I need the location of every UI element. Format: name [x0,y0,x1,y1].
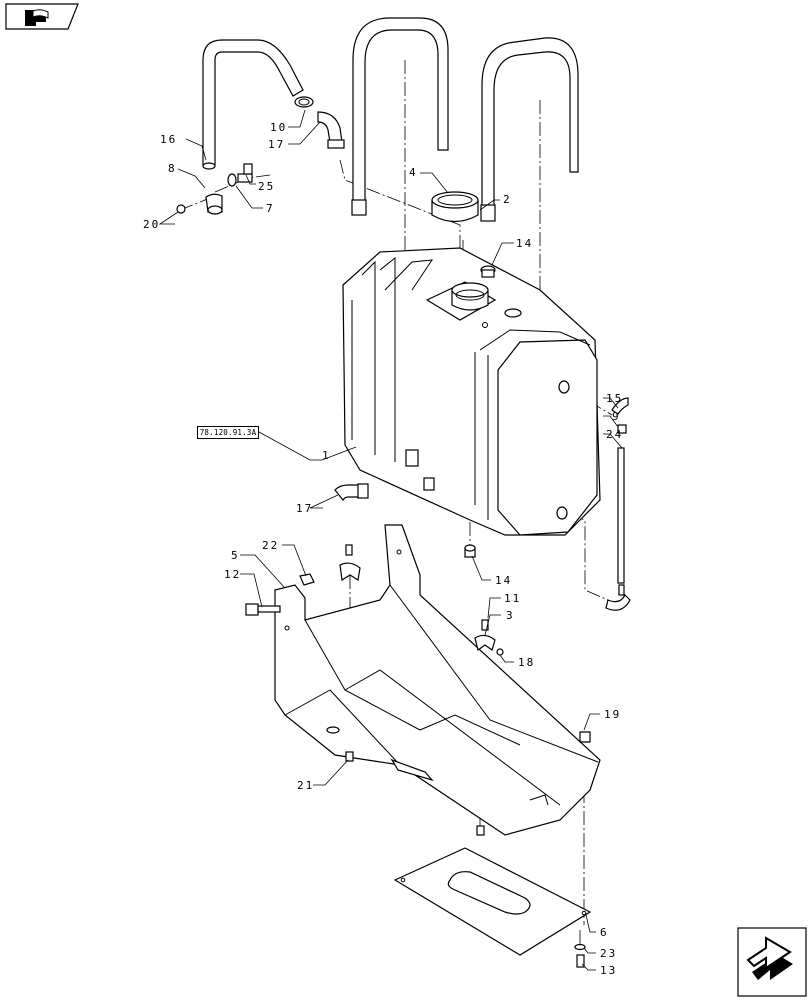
callout-10: 10 [270,121,287,134]
callout-7: 7 [266,202,275,215]
callout-11: 11 [504,592,521,605]
elbow-fitting-part-17-top [317,111,345,149]
plug-part-14-bottom [464,544,476,558]
callout-17-top: 17 [268,138,285,151]
callout-18: 18 [518,656,535,669]
callout-23: 23 [600,947,617,960]
elbow-fitting-part-17-side [334,483,369,502]
callout-20: 20 [143,218,160,231]
back-nav-button[interactable] [6,3,78,30]
callout-19: 19 [604,708,621,721]
tank-strap-part-2-left [351,17,449,216]
callout-5: 5 [231,549,240,562]
filler-cap-part-4 [431,191,479,223]
tank-strap-part-2-right [480,37,579,222]
callout-9: 9 [612,410,621,423]
callout-8: 8 [168,162,177,175]
callout-3: 3 [506,609,515,622]
callout-25: 25 [258,180,275,193]
callout-6: 6 [600,926,609,939]
callout-22: 22 [262,539,279,552]
nut-part-19 [579,731,591,743]
callout-13: 13 [600,964,617,977]
callout-4: 4 [409,166,418,179]
callout-1: 1 [322,449,331,462]
callout-14-bottom: 14 [495,574,512,587]
tank-support-tray-part-5 [274,524,601,836]
callout-14-top: 14 [516,237,533,250]
nut-part-22 [299,573,315,586]
washer-bolt-parts-7-25 [227,163,253,187]
bolt-part-21 [345,751,354,762]
hose-part-16 [202,39,304,170]
hydraulic-tank-part-1 [342,247,601,536]
cross-reference-link[interactable]: 78.120.91.3A [197,426,259,439]
callout-15: 15 [606,392,623,405]
clip-bracket-part-8 [205,193,223,215]
nut-part-20 [176,204,186,214]
callout-labels: 16 8 20 10 17 25 7 4 2 14 1 17 15 9 24 1… [143,121,623,977]
callout-12: 12 [224,568,241,581]
book-page-back-icon [5,3,79,30]
callout-21: 21 [297,779,314,792]
callout-16: 16 [160,133,177,146]
clamp-part-11 [339,544,361,582]
bolt-part-bottom [476,825,485,836]
plug-part-14-top [480,265,496,278]
leader-lines [158,109,623,971]
bolt-part-12 [245,603,281,616]
hose-line-part-24 [605,397,631,611]
callout-2: 2 [503,193,512,206]
hose-clamp-part-10 [294,96,314,108]
clamp-part-3-18 [474,619,504,656]
cover-plate-part-6 [393,847,592,956]
forward-arrow-icon [737,927,807,997]
forward-nav-button[interactable] [738,928,806,996]
callout-24: 24 [606,428,623,441]
callout-17-side: 17 [296,502,313,515]
washer-bolt-parts-23-13 [574,943,586,968]
